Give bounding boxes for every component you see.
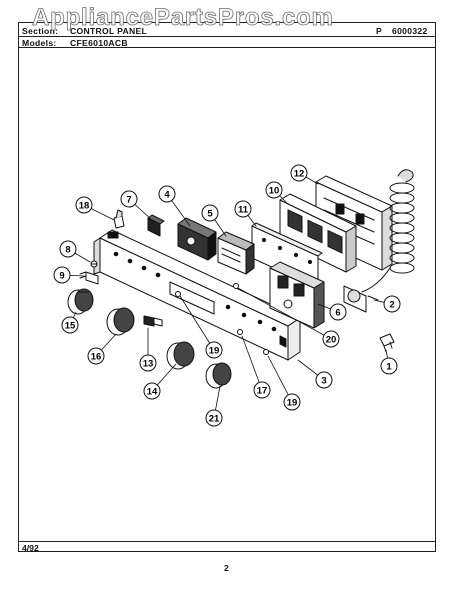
knob-13 bbox=[143, 315, 163, 327]
callout-1: 1 bbox=[380, 357, 398, 375]
section-label: Section: bbox=[22, 26, 59, 36]
svg-text:7: 7 bbox=[126, 195, 131, 206]
svg-text:3: 3 bbox=[321, 376, 326, 387]
screw-17 bbox=[237, 329, 243, 335]
page-code-label: P bbox=[376, 26, 383, 36]
svg-text:20: 20 bbox=[326, 335, 337, 346]
header-divider-bottom bbox=[18, 47, 436, 48]
models-value: CFE6010ACB bbox=[70, 38, 128, 48]
screw-part bbox=[90, 260, 98, 268]
screw-19-b bbox=[263, 349, 269, 355]
callout-10: 10 bbox=[265, 181, 283, 199]
capillary-coil bbox=[361, 169, 415, 293]
section-value: CONTROL PANEL bbox=[70, 26, 148, 36]
terminal-part bbox=[79, 271, 99, 285]
svg-text:13: 13 bbox=[143, 359, 154, 370]
callout-11: 11 bbox=[234, 200, 252, 218]
callout-5: 5 bbox=[201, 204, 219, 222]
knob-14 bbox=[166, 341, 195, 370]
knob-16 bbox=[106, 307, 135, 336]
svg-text:19: 19 bbox=[209, 346, 220, 357]
switch-housing-part bbox=[279, 193, 357, 273]
footer-divider bbox=[18, 541, 436, 542]
svg-text:5: 5 bbox=[207, 209, 213, 220]
relay-switch-part bbox=[269, 261, 325, 329]
callout-19-a: 19 bbox=[205, 341, 223, 359]
callout-4: 4 bbox=[158, 185, 176, 203]
svg-text:14: 14 bbox=[147, 387, 158, 398]
models-label: Models: bbox=[22, 38, 57, 48]
callout-13: 13 bbox=[139, 354, 157, 372]
watermark: AppliancePartsPros.com bbox=[32, 4, 334, 32]
svg-text:12: 12 bbox=[294, 169, 305, 180]
svg-text:15: 15 bbox=[65, 321, 76, 332]
svg-text:18: 18 bbox=[79, 201, 90, 212]
callout-17: 17 bbox=[253, 381, 271, 399]
callout-7: 7 bbox=[120, 190, 138, 208]
svg-text:19: 19 bbox=[287, 398, 298, 409]
callout-6: 6 bbox=[329, 303, 347, 321]
svg-text:21: 21 bbox=[209, 414, 220, 425]
drawing-frame bbox=[18, 22, 436, 552]
callout-layer: 1 2 3 4 5 6 7 8 9 10 11 12 13 14 15 16 1… bbox=[53, 164, 401, 427]
callout-3: 3 bbox=[315, 371, 333, 389]
callout-8: 8 bbox=[59, 240, 77, 258]
svg-text:11: 11 bbox=[238, 205, 249, 216]
exploded-parts-diagram: 1 2 3 4 5 6 7 8 9 10 11 12 13 14 15 16 1… bbox=[53, 164, 415, 427]
callout-12: 12 bbox=[290, 164, 308, 182]
callout-19-b: 19 bbox=[283, 393, 301, 411]
infinite-switch-part bbox=[177, 217, 217, 261]
page-code-value: 6000322 bbox=[392, 26, 428, 36]
callout-2: 2 bbox=[383, 295, 401, 313]
svg-text:10: 10 bbox=[269, 186, 280, 197]
callout-18: 18 bbox=[75, 196, 93, 214]
revision-date: 4/92 bbox=[22, 543, 39, 553]
svg-text:17: 17 bbox=[257, 386, 268, 397]
clip-part bbox=[113, 209, 125, 229]
callout-16: 16 bbox=[87, 347, 105, 365]
knob-21 bbox=[205, 362, 232, 389]
indicator-light-part bbox=[147, 214, 165, 237]
screw-20 bbox=[233, 283, 239, 289]
svg-text:16: 16 bbox=[91, 352, 102, 363]
callout-15: 15 bbox=[61, 316, 79, 334]
svg-text:1: 1 bbox=[386, 362, 392, 373]
svg-text:9: 9 bbox=[59, 271, 64, 282]
svg-text:8: 8 bbox=[65, 245, 70, 256]
thermostat-part bbox=[343, 169, 415, 313]
page-number: 2 bbox=[224, 563, 229, 573]
svg-text:4: 4 bbox=[164, 190, 170, 201]
callout-20: 20 bbox=[322, 330, 340, 348]
header-divider-top bbox=[18, 36, 436, 37]
rotary-switch-part bbox=[217, 231, 255, 275]
screw-19-a bbox=[175, 291, 181, 297]
svg-text:2: 2 bbox=[389, 300, 394, 311]
callout-14: 14 bbox=[143, 382, 161, 400]
small-bracket-part bbox=[379, 333, 395, 353]
callout-9: 9 bbox=[53, 266, 71, 284]
svg-text:6: 6 bbox=[335, 308, 340, 319]
callout-21: 21 bbox=[205, 409, 223, 427]
knob-15 bbox=[67, 288, 94, 315]
